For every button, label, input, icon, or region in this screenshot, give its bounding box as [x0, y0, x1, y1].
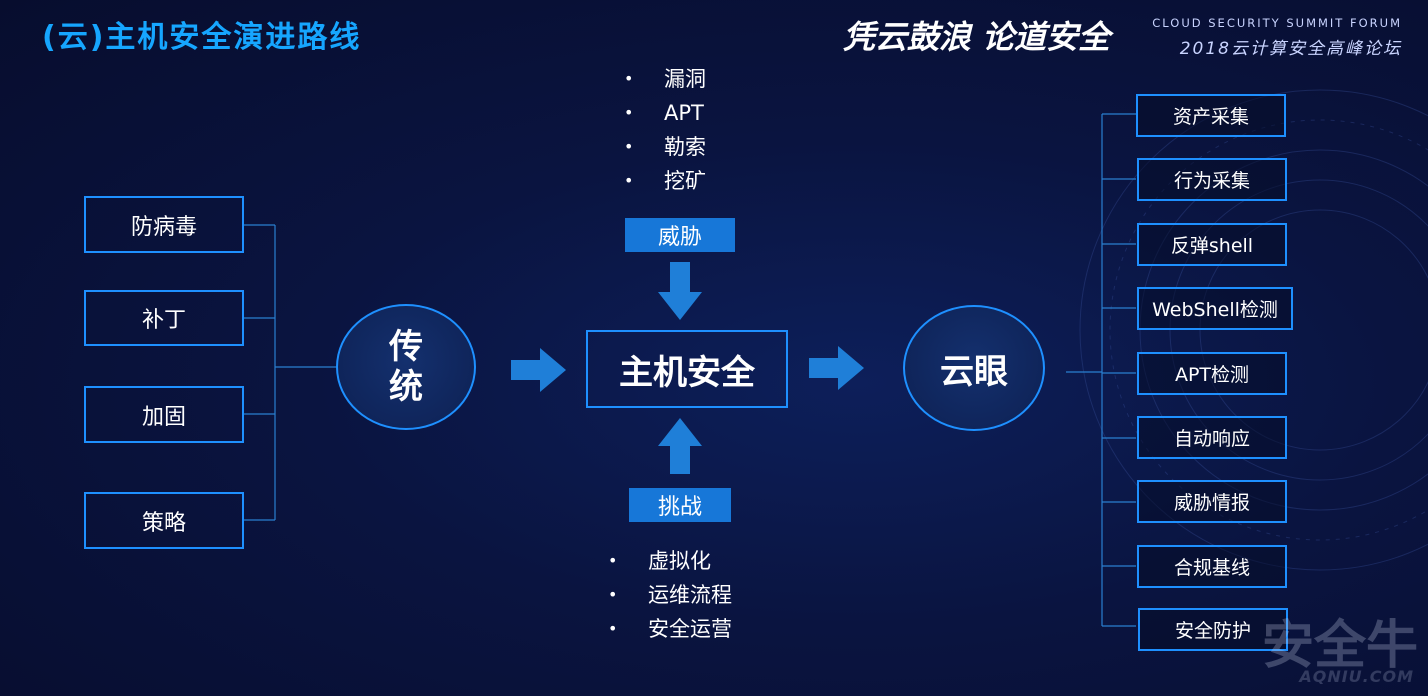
- traditional-label: 传统: [389, 327, 423, 407]
- right-item-threat-intel: 威胁情报: [1137, 480, 1287, 523]
- page-title: (云)主机安全演进路线: [42, 20, 362, 55]
- left-item-policy: 策略: [84, 492, 244, 549]
- challenge-tag: 挑战: [629, 488, 731, 522]
- forum-name-en: CLOUD SECURITY SUMMIT FORUM: [1152, 16, 1402, 30]
- list-item: 运维流程: [608, 578, 788, 612]
- host-security-box: 主机安全: [586, 330, 788, 408]
- left-item-hardening: 加固: [84, 386, 244, 443]
- right-item-auto-response: 自动响应: [1137, 416, 1287, 459]
- threat-list: 漏洞 APT 勒索 挖矿: [624, 62, 784, 198]
- threat-tag: 威胁: [625, 218, 735, 252]
- challenge-list: 虚拟化 运维流程 安全运营: [608, 544, 788, 646]
- brand-header: 凭云鼓浪 论道安全 CLOUD SECURITY SUMMIT FORUM 20…: [842, 8, 1402, 68]
- left-item-antivirus: 防病毒: [84, 196, 244, 253]
- right-item-asset-collection: 资产采集: [1136, 94, 1286, 137]
- right-item-compliance-baseline: 合规基线: [1137, 545, 1287, 588]
- forum-name-cn: 2018云计算安全高峰论坛: [1179, 39, 1402, 59]
- right-item-webshell-detection: WebShell检测: [1137, 287, 1293, 330]
- right-item-behavior-collection: 行为采集: [1137, 158, 1287, 201]
- slogan: 凭云鼓浪 论道安全: [842, 18, 1110, 56]
- list-item: 勒索: [624, 130, 784, 164]
- arrow-right-1: [511, 348, 566, 392]
- arrow-down-threat: [658, 262, 702, 320]
- list-item: APT: [624, 96, 784, 130]
- list-item: 虚拟化: [608, 544, 788, 578]
- watermark-url: AQNIU.COM: [1299, 667, 1414, 686]
- arrow-right-2: [809, 346, 864, 390]
- arrow-up-challenge: [658, 418, 702, 474]
- list-item: 挖矿: [624, 164, 784, 198]
- watermark-logo: 安全牛: [1261, 616, 1418, 676]
- list-item: 安全运营: [608, 612, 788, 646]
- cloud-eye-circle: 云眼: [903, 305, 1045, 431]
- cloud-eye-label: 云眼: [940, 351, 1008, 392]
- list-item: 漏洞: [624, 62, 784, 96]
- left-item-patch: 补丁: [84, 290, 244, 346]
- traditional-circle: 传统: [336, 304, 476, 430]
- right-item-apt-detection: APT检测: [1137, 352, 1287, 395]
- right-item-reverse-shell: 反弹shell: [1137, 223, 1287, 266]
- right-item-security-protection: 安全防护: [1138, 608, 1288, 651]
